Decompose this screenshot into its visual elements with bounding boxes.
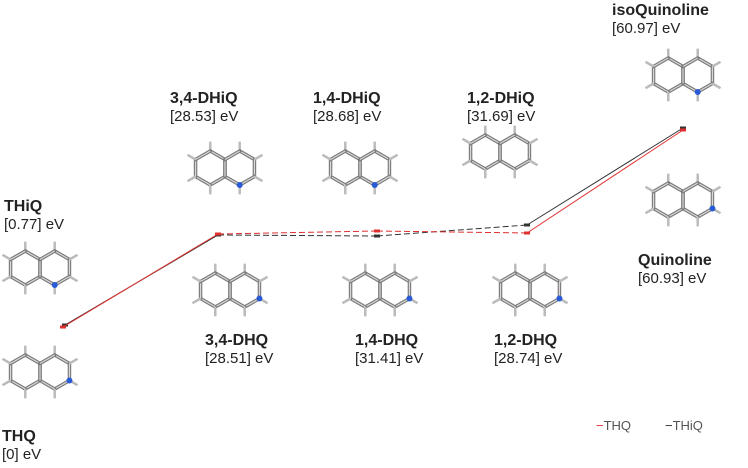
thq-path-segment [526,129,684,234]
thq-path-level-marker [680,128,686,132]
nitrogen-atom [694,89,701,95]
label-thq: THQ[0] eV [2,428,42,463]
molecule-14DHQ [341,263,419,317]
label-isoquinoline: isoQuinoline[60.97] eV [612,2,709,37]
legend-label-thq: THQ [603,418,632,433]
nitrogen-atom [236,182,243,188]
molecule-12DHQ [491,263,569,317]
molecule-34DHiQ [186,141,264,195]
thq-path-segment [376,230,528,234]
thiq-path-level-marker [62,323,68,327]
legend-swatch-thiq: − [665,418,673,433]
legend-item-thq: −THQ [596,418,631,433]
label-3-4-dhiq: 3,4-DHiQ[28.53] eV [170,90,239,125]
label-thiq: THiQ[0.77] eV [4,198,65,233]
nitrogen-atom [256,295,263,302]
thq-path-level-marker [524,231,530,235]
nitrogen-atom [709,205,716,212]
thq-path-segment [62,233,219,328]
label-1-2-dhq: 1,2-DHQ[28.74] eV [494,332,563,367]
nitrogen-atom [66,377,73,384]
thq-path-level-marker [374,229,380,233]
thq-path-level-marker [215,232,221,236]
molecule-34DHQ [191,263,269,317]
nitrogen-atom [406,295,413,302]
nitrogen-atom [371,182,378,188]
label-quinoline: Quinoline[60.93] eV [638,252,712,287]
nitrogen-atom [556,295,563,302]
thiq-path-segment [376,224,528,237]
legend-item-thiq: −THiQ [665,418,703,433]
molecule-THiQ [1,241,79,295]
thiq-path-segment [526,127,684,226]
label-1-2-dhiq: 1,2-DHiQ[31.69] eV [467,90,536,125]
legend-label-thiq: THiQ [672,418,703,433]
thq-path-level-marker [60,325,66,329]
molecule-isoQ [644,48,722,102]
nitrogen-atom [51,282,58,288]
molecule-14DHiQ [321,141,399,195]
thiq-path-level-marker [680,126,686,130]
legend-swatch-thq: − [596,418,604,433]
molecule-THQ [1,345,79,399]
molecule-12DHiQ [461,125,539,179]
label-1-4-dhq: 1,4-DHQ[31.41] eV [355,332,424,367]
label-1-4-dhiq: 1,4-DHiQ[28.68] eV [313,90,382,125]
molecule-Q [644,173,722,227]
label-3-4-dhq: 3,4-DHQ[28.51] eV [205,332,274,367]
thiq-path-level-marker [524,223,530,227]
thiq-path-level-marker [374,234,380,238]
